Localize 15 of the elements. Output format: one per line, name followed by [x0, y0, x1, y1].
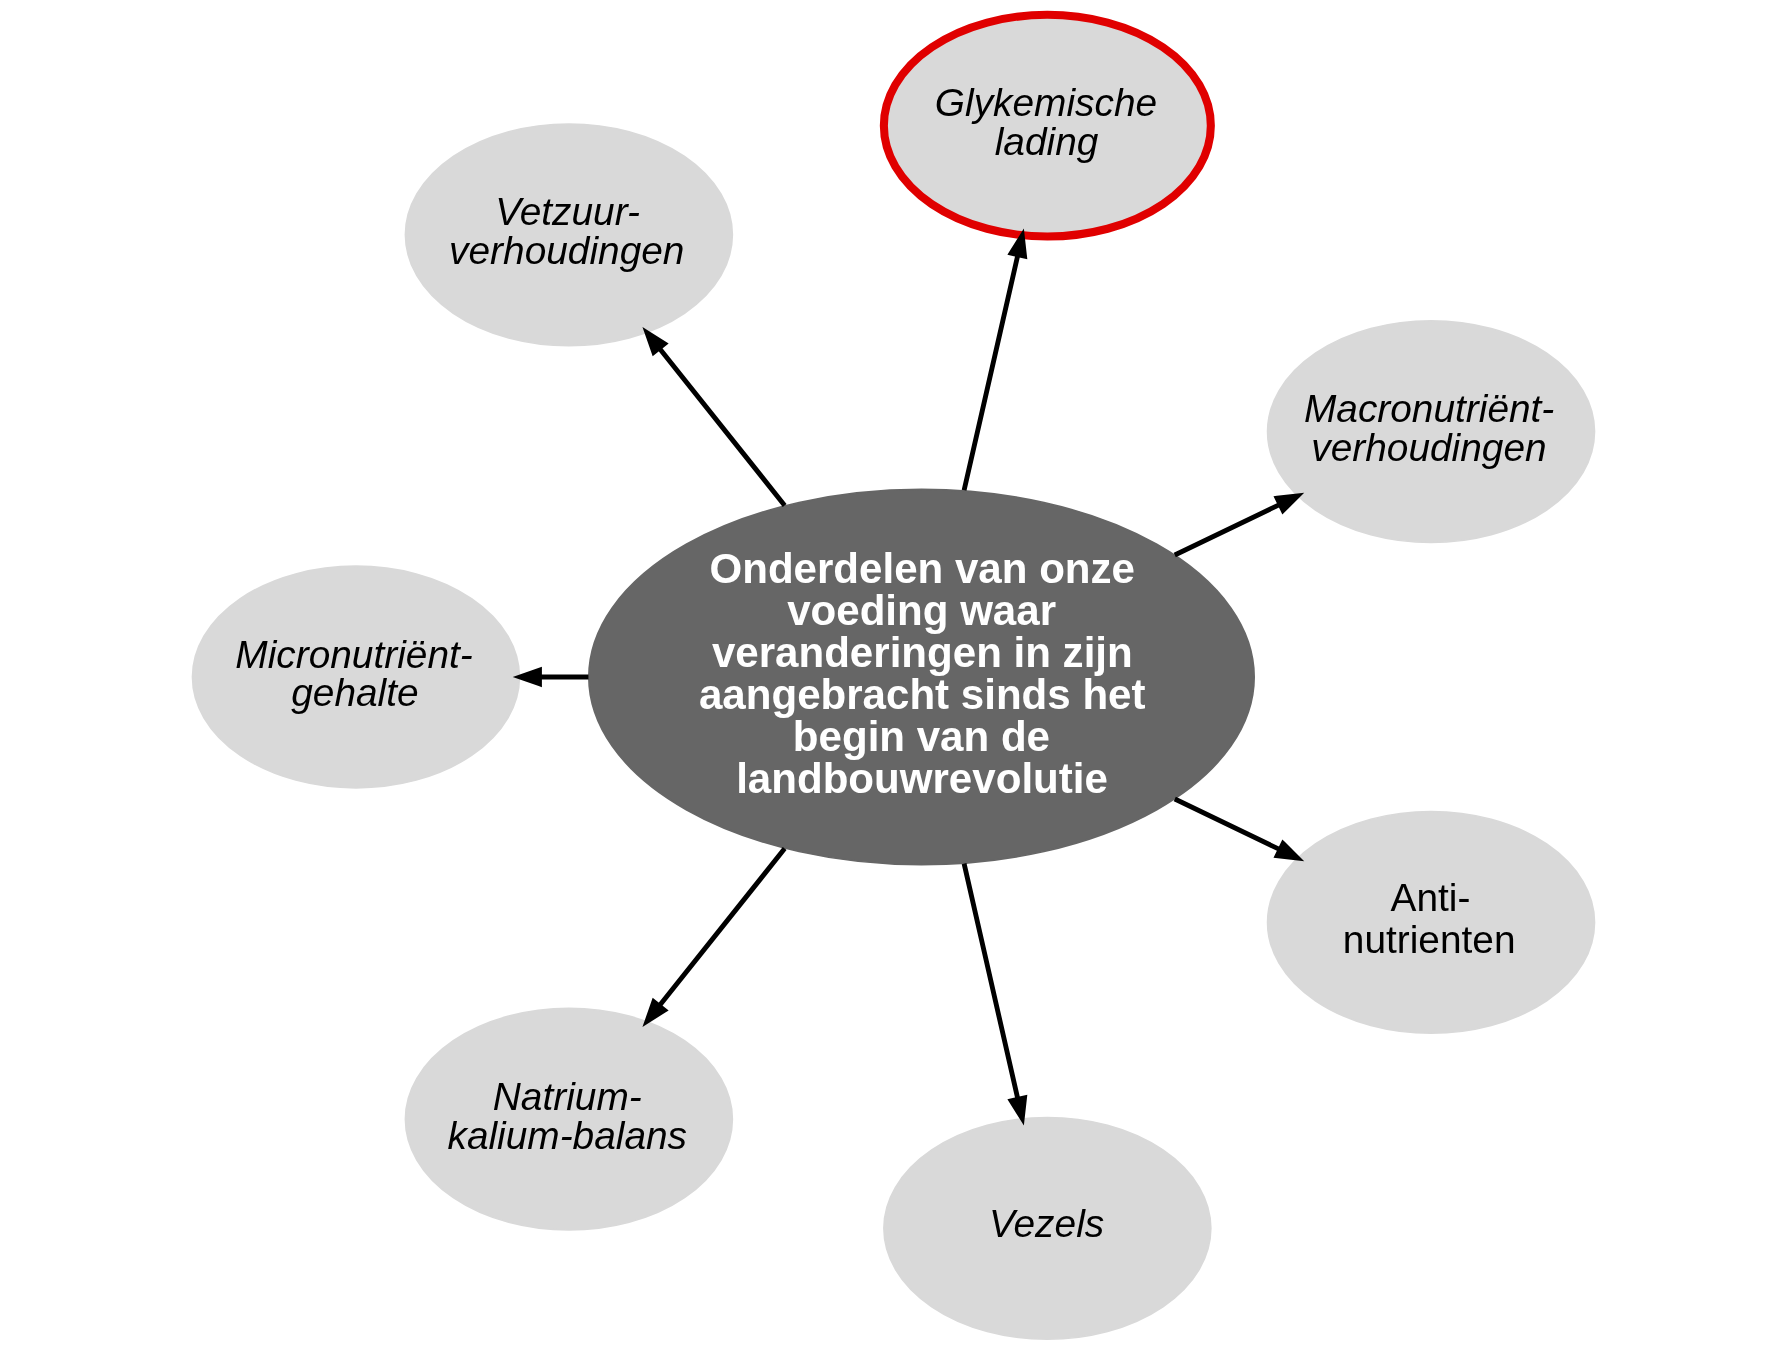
arrow: [642, 847, 787, 1027]
arrow: [961, 863, 1028, 1126]
arrow: [1173, 492, 1305, 558]
node-ellipse: Macronutriënt-verhoudingen: [1266, 319, 1596, 544]
arrow: [1173, 796, 1305, 862]
node-ellipse: Glykemische lading: [879, 10, 1215, 241]
node-ellipse: Natrium-kalium-balans: [404, 1007, 734, 1231]
node-ellipse: Micronutriënt-gehalte: [191, 565, 521, 789]
node-ellipse: Onderdelen van onze voeding waar veranderingen in zijn aangebracht sinds het begin van de landbouwrevolutie: [588, 488, 1255, 866]
arrow: [961, 228, 1028, 491]
node-ellipse: Vetzuur-verhoudingen: [404, 123, 734, 347]
node-ellipse: Anti-nutrienten: [1266, 810, 1596, 1035]
node-ellipse: Vezels: [883, 1116, 1212, 1341]
arrow: [512, 666, 589, 688]
arrow: [642, 327, 787, 507]
